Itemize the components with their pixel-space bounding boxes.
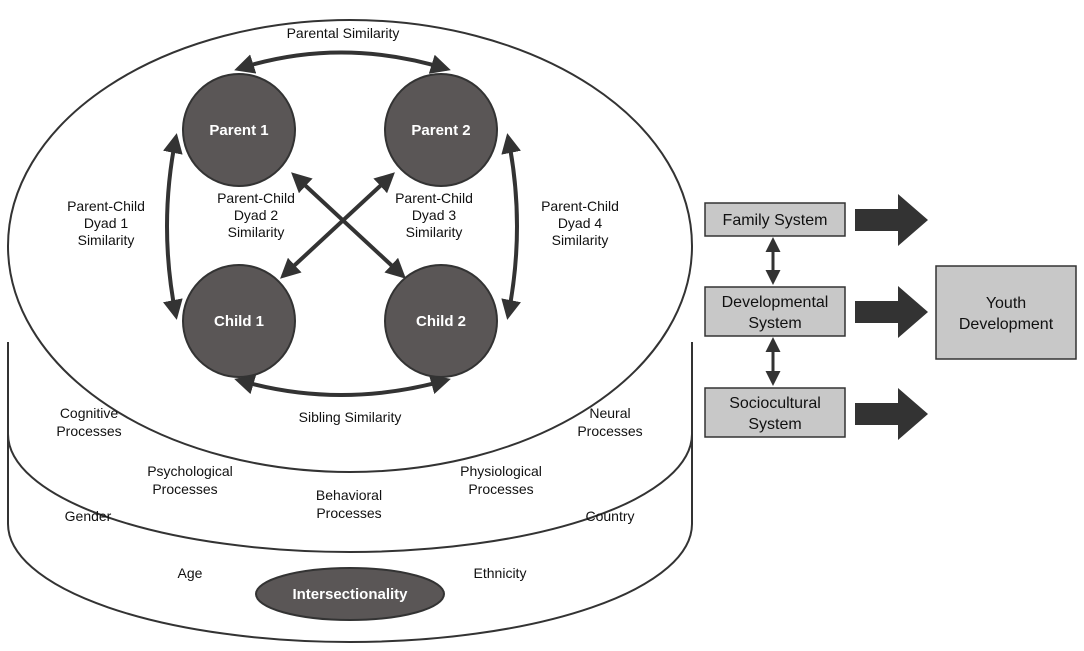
dyad3-line-2: Dyad 3 [412,207,457,223]
intersectionality-label: Intersectionality [292,586,408,603]
youth-development-box: Youth Development [935,265,1077,360]
parental-similarity-label: Parental Similarity [287,25,400,41]
gender-label: Gender [65,508,112,524]
behavioral-line-1: Behavioral [316,487,382,503]
psychological-line-2: Processes [152,481,217,497]
ethnicity-label: Ethnicity [474,565,527,581]
child2-node: Child 2 [384,264,498,378]
sociocultural-system-box: Sociocultural System [704,387,846,438]
dyad1-line-2: Dyad 1 [84,215,129,231]
dyad2-label: Parent-Child Dyad 2 Similarity [217,190,295,240]
parent2-label: Parent 2 [411,122,470,139]
dyad1-line-1: Parent-Child [67,198,145,214]
dyad1-line-3: Similarity [78,232,135,248]
relationship-arrows [163,50,521,397]
parent1-label: Parent 1 [209,122,268,139]
dyad4-line-2: Dyad 4 [558,215,603,231]
relationship-labels: Parental Similarity Sibling Similarity P… [67,25,619,425]
cognitive-line-1: Cognitive [60,405,119,421]
dyad1-label: Parent-Child Dyad 1 Similarity [67,198,145,248]
psychological-line-1: Psychological [147,463,233,479]
physiological-line-1: Physiological [460,463,542,479]
block-arrows [855,194,928,440]
family-arrow [855,194,928,246]
neural-line-1: Neural [589,405,630,421]
process-labels: Cognitive Processes Neural Processes Psy… [56,405,642,521]
system-boxes: Family System Developmental System Socio… [704,202,846,438]
dyad3-label: Parent-Child Dyad 3 Similarity [395,190,473,240]
developmental-system-line-2: System [748,315,801,332]
sociocultural-arrow [855,388,928,440]
physiological-processes-label: Physiological Processes [460,463,542,497]
dyad2-line-2: Dyad 2 [234,207,279,223]
parent1-node: Parent 1 [182,73,296,187]
sibling-similarity-label: Sibling Similarity [299,409,402,425]
family-system-label: Family System [723,212,828,229]
behavioral-line-2: Processes [316,505,381,521]
dyad3-line-3: Similarity [406,224,463,240]
family-nodes: Parent 1 Parent 2 Child 1 Child 2 [182,73,498,378]
child1-label: Child 1 [214,313,264,330]
cognitive-line-2: Processes [56,423,121,439]
cylinder [7,19,693,643]
dyad2-line-3: Similarity [228,224,285,240]
parent2-node: Parent 2 [384,73,498,187]
dyad3-line-1: Parent-Child [395,190,473,206]
developmental-system-box: Developmental System [704,286,846,337]
child2-label: Child 2 [416,313,466,330]
dyad4-label: Parent-Child Dyad 4 Similarity [541,198,619,248]
dyad2-line-1: Parent-Child [217,190,295,206]
neural-line-2: Processes [577,423,642,439]
family-system-box: Family System [704,202,846,237]
age-label: Age [178,565,203,581]
intersectionality-node: Intersectionality [255,567,445,621]
sibling-similarity-arrow [234,374,451,397]
country-label: Country [585,508,634,524]
psychological-processes-label: Psychological Processes [147,463,233,497]
child1-node: Child 1 [182,264,296,378]
dyad4-line-1: Parent-Child [541,198,619,214]
youth-development-line-2: Development [959,316,1054,333]
developmental-system-line-1: Developmental [722,294,829,311]
physiological-line-2: Processes [468,481,533,497]
neural-processes-label: Neural Processes [577,405,642,439]
dyad4-arrow [501,133,521,320]
developmental-arrow [855,286,928,338]
parental-similarity-arrow [234,50,451,74]
demographic-labels: Gender Country Age Ethnicity Intersectio… [65,508,635,621]
behavioral-processes-label: Behavioral Processes [316,487,382,521]
dyad3-arrow [280,172,395,279]
sociocultural-system-line-2: System [748,416,801,433]
cognitive-processes-label: Cognitive Processes [56,405,121,439]
youth-development-line-1: Youth [986,295,1026,312]
dyad4-line-3: Similarity [552,232,609,248]
dyad1-arrow [163,133,183,320]
sociocultural-system-line-1: Sociocultural [729,395,821,412]
